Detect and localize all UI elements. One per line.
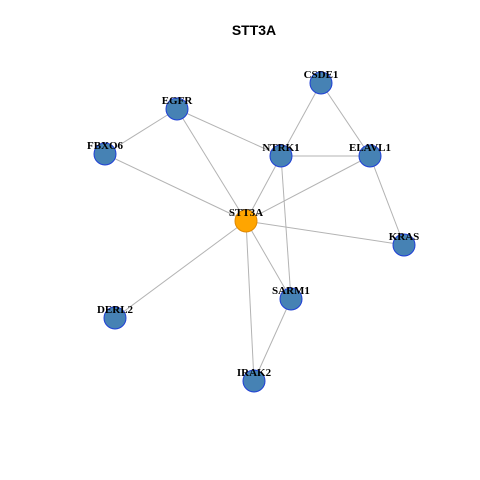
edge-stt3a-irak2 (245, 220, 255, 382)
edge-csde1-elavl1 (320, 82, 371, 157)
node-egfr (165, 97, 189, 121)
edge-egfr-fbxo6 (104, 108, 178, 155)
diagram-title: STT3A (232, 22, 276, 38)
node-label-sarm1: SARM1 (272, 285, 310, 297)
edge-fbxo6-stt3a (104, 153, 247, 222)
node-label-csde1: CSDE1 (304, 69, 339, 81)
node-label-kras: KRAS (389, 231, 420, 243)
edge-stt3a-sarm1 (245, 220, 292, 300)
node-derl2 (103, 306, 127, 330)
edge-stt3a-derl2 (114, 220, 247, 319)
node-elavl1 (358, 144, 382, 168)
node-label-elavl1: ELAVL1 (349, 142, 391, 154)
node-sarm1 (279, 287, 303, 311)
edge-sarm1-irak2 (253, 298, 292, 382)
edge-stt3a-kras (245, 220, 405, 246)
node-fbxo6 (93, 142, 117, 166)
node-label-irak2: IRAK2 (237, 367, 272, 379)
node-stt3a (234, 209, 258, 233)
node-label-ntrk1: NTRK1 (262, 142, 299, 154)
edges-layer (104, 82, 405, 382)
edge-elavl1-kras (369, 155, 405, 246)
edge-csde1-ntrk1 (280, 82, 322, 157)
node-label-fbxo6: FBXO6 (87, 140, 124, 152)
edge-egfr-stt3a (176, 108, 247, 222)
node-label-stt3a: STT3A (229, 207, 263, 219)
edge-egfr-ntrk1 (176, 108, 282, 157)
edge-ntrk1-stt3a (245, 155, 282, 222)
nodes-layer (93, 71, 416, 393)
edge-elavl1-stt3a (245, 155, 371, 222)
node-label-derl2: DERL2 (97, 304, 134, 316)
node-kras (392, 233, 416, 257)
node-irak2 (242, 369, 266, 393)
node-ntrk1 (269, 144, 293, 168)
node-csde1 (309, 71, 333, 95)
node-label-egfr: EGFR (162, 95, 194, 107)
